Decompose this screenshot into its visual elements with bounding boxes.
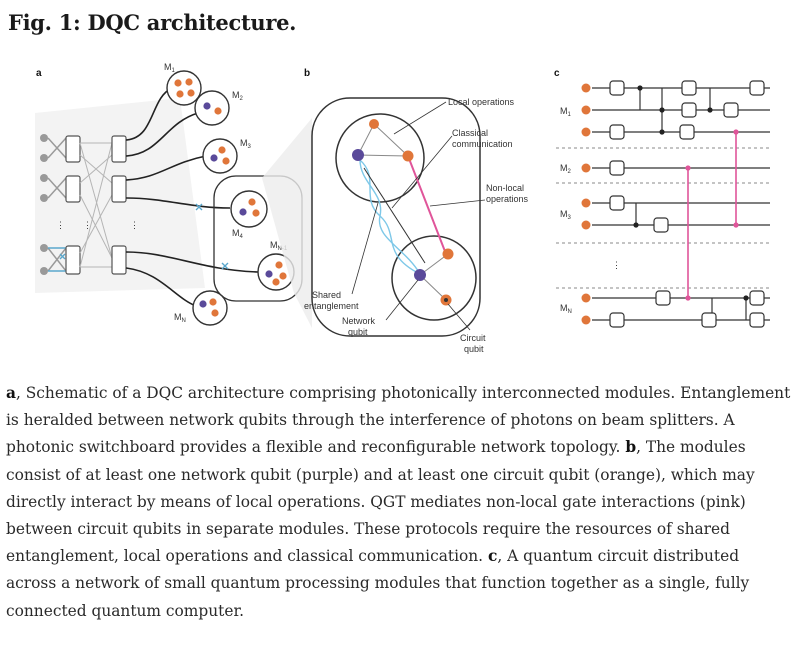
caption-label-c: c (487, 547, 498, 566)
svg-text:M1: M1 (560, 106, 572, 118)
panel-a-dots-mid: ⋮ (83, 220, 92, 230)
caption-text-c: , A quantum circuit distributed across a… (6, 547, 750, 620)
label-shared-1: Shared (312, 290, 341, 300)
panel-a-dots-right: ⋮ (130, 220, 139, 230)
caption-text-a: , Schematic of a DQC architecture compri… (6, 384, 791, 457)
photon-sources (40, 134, 48, 275)
label-classical-2: communication (452, 139, 513, 149)
caption-label-b: b (625, 438, 637, 457)
svg-text:M4: M4 (232, 228, 244, 240)
label-nonlocal-2: operations (486, 194, 529, 204)
module-m2 (194, 90, 230, 126)
svg-text:M3: M3 (240, 138, 252, 150)
panel-b: Local operations Classical communication… (262, 97, 529, 354)
label-nonlocal-1: Non-local (486, 183, 524, 193)
photon-icon (59, 203, 229, 270)
label-network-2: qubit (348, 327, 368, 337)
module-m4 (230, 190, 268, 228)
label-network-1: Network (342, 316, 376, 326)
figure-diagram: a (0, 58, 800, 368)
svg-text:M2: M2 (560, 163, 572, 175)
panel-letter-c: c (554, 68, 560, 79)
panel-letter-b: b (304, 68, 310, 79)
module-m1 (166, 70, 202, 106)
svg-text:M1: M1 (164, 62, 176, 74)
panel-letter-a: a (36, 68, 42, 79)
label-local-operations: Local operations (448, 97, 515, 107)
caption-text-b: , The modules consist of at least one ne… (6, 438, 755, 566)
label-circuit-1: Circuit (460, 333, 486, 343)
label-shared-2: entanglement (304, 301, 359, 311)
svg-text:MN: MN (560, 303, 572, 315)
figure-title: Fig. 1: DQC architecture. (8, 10, 297, 35)
svg-text:M3: M3 (560, 209, 572, 221)
label-circuit-2: qubit (464, 344, 484, 354)
module-mn-1 (257, 253, 295, 291)
caption-label-a: a (6, 384, 16, 402)
module-mn (192, 290, 228, 326)
svg-text:MN: MN (174, 312, 186, 324)
label-classical-1: Classical (452, 128, 488, 138)
panel-c: M1 M2 M3 MN ⋮ (556, 80, 770, 328)
figure-caption: a, Schematic of a DQC architecture compr… (6, 380, 794, 625)
panel-c-dots: ⋮ (612, 260, 621, 270)
panel-a-dots-left: ⋮ (56, 220, 65, 230)
panel-a: ⋮ ⋮ ⋮ (35, 62, 303, 326)
svg-text:M2: M2 (232, 90, 244, 102)
nonlocal-link (407, 155, 447, 255)
module-m3 (202, 138, 238, 174)
